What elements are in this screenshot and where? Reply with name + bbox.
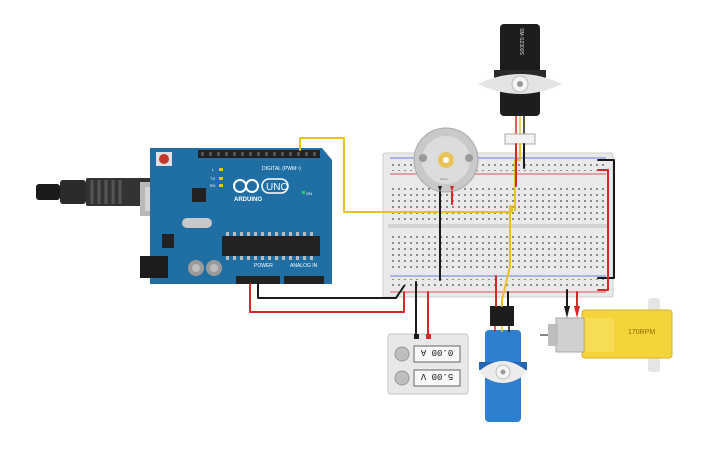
current-display bbox=[413, 345, 461, 363]
uno-label: UNO bbox=[266, 182, 288, 193]
gear-motor-label: 170RPM bbox=[628, 329, 655, 336]
dc-motor-label: 5 rpm bbox=[440, 177, 448, 181]
power-jack bbox=[140, 256, 168, 278]
servo-top-connector bbox=[504, 133, 536, 145]
wire-yellow-arduino[interactable] bbox=[299, 137, 513, 213]
current-knob[interactable] bbox=[394, 346, 410, 362]
wire-red-arduino-5v[interactable] bbox=[249, 283, 405, 313]
usb-chip bbox=[192, 188, 206, 202]
breadboard-rail-bottom bbox=[392, 279, 604, 289]
gear-motor[interactable]: 170RPM bbox=[540, 298, 673, 372]
breadboard-terminal-top bbox=[392, 184, 604, 220]
voltage-display bbox=[413, 369, 461, 387]
wires bbox=[249, 137, 615, 335]
power-label: POWER bbox=[254, 263, 273, 269]
servo-bottom-connector bbox=[490, 306, 514, 326]
wire-red-right-rail[interactable] bbox=[597, 169, 609, 291]
supply-terminal-positive[interactable] bbox=[426, 334, 431, 339]
wire-black-right-rail[interactable] bbox=[597, 159, 615, 279]
voltage-regulator bbox=[162, 234, 174, 248]
arduino-logo bbox=[233, 178, 289, 194]
analog-header bbox=[284, 276, 324, 284]
supply-terminal-negative[interactable] bbox=[414, 334, 419, 339]
l-led-label: L bbox=[212, 167, 215, 172]
dc-motor[interactable]: 5 rpm bbox=[413, 127, 479, 193]
wire-black-arduino-gnd[interactable] bbox=[257, 283, 405, 299]
power-header bbox=[236, 276, 280, 284]
on-label: ON bbox=[306, 191, 312, 196]
wire-yellow-servo-bottom[interactable] bbox=[501, 205, 511, 307]
arduino-uno-board[interactable]: DIGITAL (PWM~) L TX RX UNO ARDUINO ON bbox=[140, 148, 332, 284]
servo-bottom[interactable] bbox=[478, 306, 528, 422]
atmega-chip bbox=[222, 236, 320, 256]
digital-label: DIGITAL (PWM~) bbox=[262, 166, 301, 172]
breadboard-terminal-bottom bbox=[392, 232, 604, 268]
rx-led-label: RX bbox=[210, 183, 216, 188]
digital-pins bbox=[201, 152, 316, 156]
voltage-knob[interactable] bbox=[394, 370, 410, 386]
servo-top[interactable]: SM-S2309S bbox=[478, 24, 562, 145]
analog-label: ANALOG IN bbox=[290, 263, 318, 269]
voltage-readout: 5.00 V bbox=[420, 371, 453, 381]
power-supply[interactable]: 0.00 A 5.00 V bbox=[387, 333, 469, 395]
tx-led-label: TX bbox=[210, 176, 215, 181]
crystal bbox=[182, 218, 212, 228]
current-readout: 0.00 A bbox=[420, 347, 453, 357]
arduino-logo-text: ARDUINO bbox=[234, 197, 262, 203]
servo-top-label: SM-S2309S bbox=[518, 28, 524, 56]
breadboard-rail-top bbox=[392, 161, 604, 171]
